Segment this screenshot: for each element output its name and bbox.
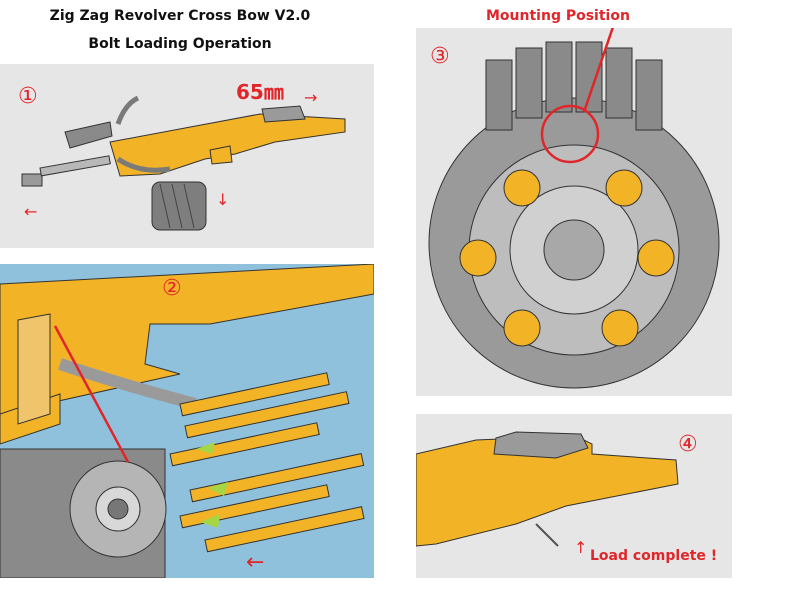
panel-step-4: ④ ↑ Load complete ! [416,414,732,578]
arrow-down-icon: ↓ [216,190,230,209]
mounting-position-label: Mounting Position [486,8,630,24]
panel-step-2: ② ← [0,264,374,578]
step-number-1: ① [18,84,38,109]
cylinder-top-view-illustration [428,28,720,389]
arrow-right-icon: → [304,88,318,107]
step-number-3: ③ [430,44,450,69]
diagram-subtitle: Bolt Loading Operation [88,36,272,52]
crossbow-assembly-illustration [21,95,346,231]
length-measurement: 65㎜ [236,80,284,104]
arrow-left-icon: ← [246,550,265,575]
arrow-left-icon: ← [24,202,38,221]
bolt-insertion-illustration [0,264,374,578]
load-complete-label: Load complete ! [590,548,718,564]
loaded-crossbow-illustration [416,431,679,547]
arrow-up-icon: ↑ [574,538,588,557]
step-number-4: ④ [678,432,698,457]
diagram-title: Zig Zag Revolver Cross Bow V2.0 [49,8,311,24]
panel-step-3: ③ [416,28,732,396]
step-number-2: ② [162,276,182,301]
panel-step-1: ① 65㎜ → ← ↓ [0,64,374,248]
